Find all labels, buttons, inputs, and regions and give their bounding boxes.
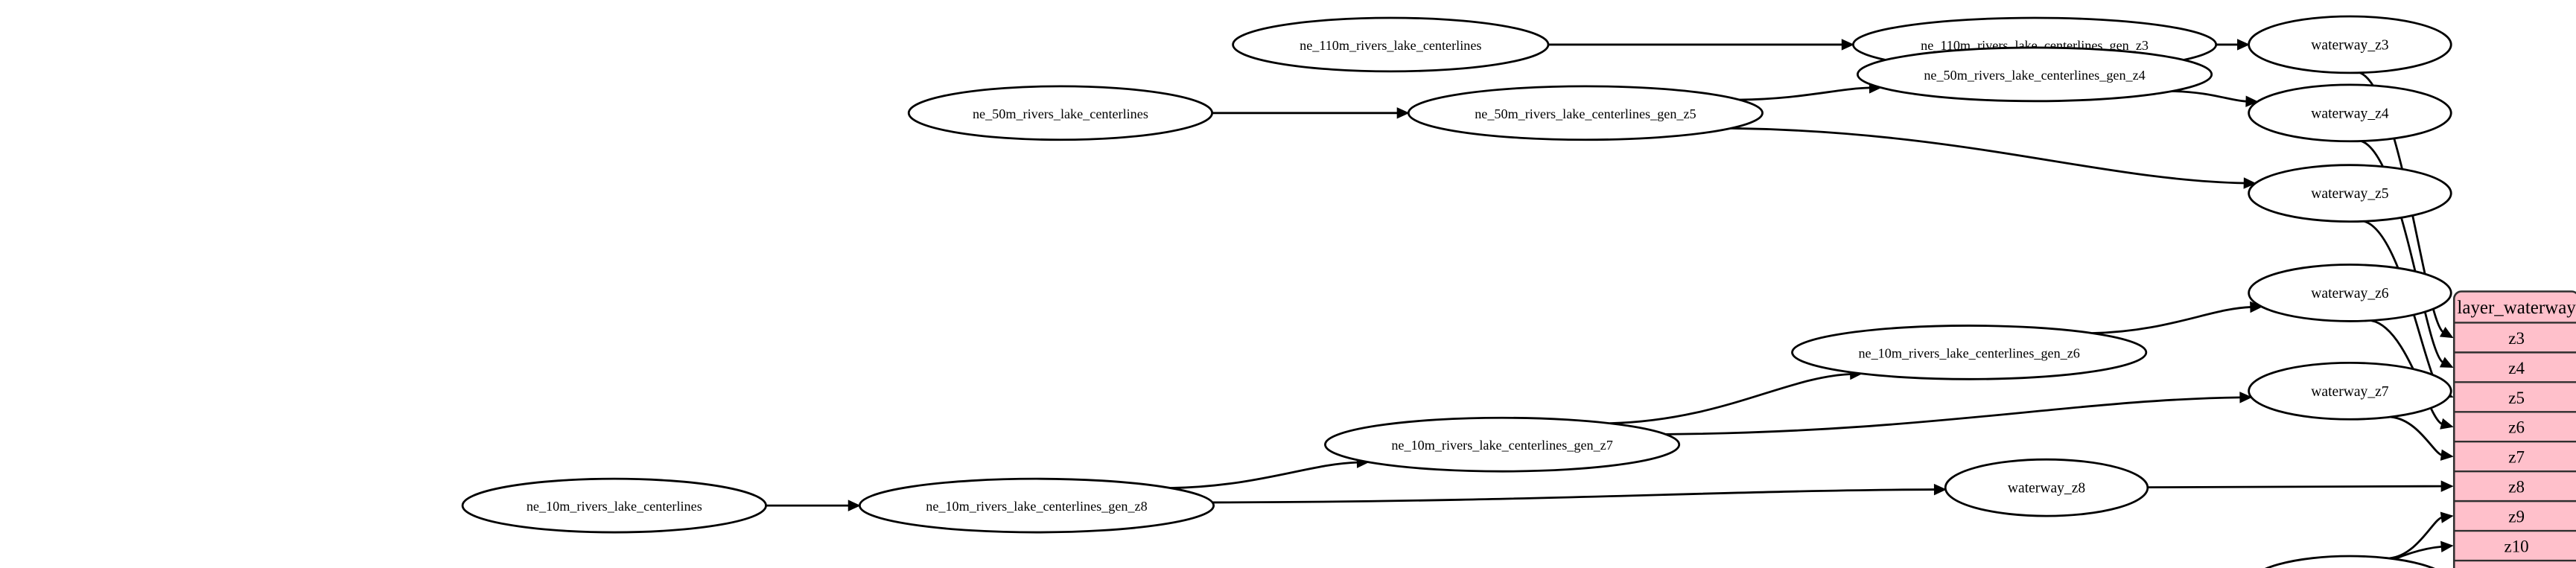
node-ne_10m_rivers_lake_centerlines_gen_z6[interactable]: ne_10m_rivers_lake_centerlines_gen_z6 <box>1791 325 2148 380</box>
edge-ne_50m_rivers_lake_centerlines_gen_z5-to-ne_50m_rivers_lake_centerlines_gen_z4 <box>1739 86 1871 101</box>
node-waterway_z8[interactable]: waterway_z8 <box>1944 458 2149 517</box>
arrow-head-icon <box>1396 107 1410 119</box>
arrow-head-icon <box>2440 418 2454 430</box>
record-row-z8[interactable] <box>2454 471 2576 501</box>
node-shape <box>2248 83 2452 143</box>
node-shape <box>2248 264 2452 322</box>
node-waterway_z3[interactable]: waterway_z3 <box>2248 15 2452 74</box>
node-shape <box>858 477 1215 534</box>
node-ne_10m_rivers_lake_centerlines[interactable]: ne_10m_rivers_lake_centerlines <box>461 477 767 534</box>
arrow-head-icon <box>2239 392 2253 403</box>
edge-waterway_z10-to-layer_waterway_z10 <box>2373 545 2443 568</box>
node-waterway_z4[interactable]: waterway_z4 <box>2248 83 2452 143</box>
arrow-head-icon <box>2440 449 2454 461</box>
node-ne_10m_rivers_lake_centerlines_gen_z8[interactable]: ne_10m_rivers_lake_centerlines_gen_z8 <box>858 477 1215 534</box>
arrow-head-icon <box>2237 39 2251 51</box>
record-row-z6[interactable] <box>2454 412 2576 441</box>
arrow-head-icon <box>2245 95 2259 107</box>
record-row-z3[interactable] <box>2454 322 2576 352</box>
node-waterway_z6[interactable]: waterway_z6 <box>2248 264 2452 322</box>
arrow-head-icon <box>2243 177 2257 189</box>
node-shape <box>1232 16 1550 73</box>
edge-ne_10m_rivers_lake_centerlines_gen_z7-to-ne_10m_rivers_lake_centerlines_gen_z6 <box>1609 373 1851 425</box>
arrow-head-icon <box>2440 480 2454 492</box>
edge-ne_10m_rivers_lake_centerlines_gen_z6-to-waterway_z6 <box>2092 306 2251 334</box>
node-waterway_z9[interactable]: waterway_z9 <box>2249 555 2452 568</box>
record-row-z9[interactable] <box>2454 501 2576 531</box>
node-shape <box>2265 555 2435 568</box>
record-row-z7[interactable] <box>2454 441 2576 471</box>
node-shape <box>1407 85 1764 141</box>
node-shape <box>1324 416 1681 473</box>
edge-ne_50m_rivers_lake_centerlines_gen_z5-to-waterway_z5 <box>1731 127 2245 185</box>
node-shape <box>2248 164 2452 223</box>
arrow-head-icon <box>2440 511 2454 523</box>
node-shape <box>2248 15 2452 74</box>
edge-waterway_z7-to-layer_waterway_z7 <box>2390 415 2443 456</box>
node-shape <box>1856 46 2213 103</box>
record-node-layer-waterway[interactable]: layer_waterwayz3z4z5z6z7z8z9z10z11z12z13… <box>2452 290 2576 568</box>
edge-ne_10m_rivers_lake_centerlines_gen_z8-to-waterway_z8 <box>1212 488 1936 504</box>
edge-ne_10m_rivers_lake_centerlines_gen_z7-to-waterway_z7 <box>1665 396 2242 435</box>
record-node-layer: layer_waterwayz3z4z5z6z7z8z9z10z11z12z13… <box>2452 290 2576 568</box>
node-ne_50m_rivers_lake_centerlines[interactable]: ne_50m_rivers_lake_centerlines <box>907 85 1214 141</box>
record-row-z5[interactable] <box>2454 382 2576 412</box>
node-ne_110m_rivers_lake_centerlines[interactable]: ne_110m_rivers_lake_centerlines <box>1232 16 1550 73</box>
node-shape <box>907 85 1214 141</box>
arrow-head-icon <box>1841 39 1854 51</box>
node-shape <box>2248 361 2452 421</box>
node-waterway_z5[interactable]: waterway_z5 <box>2248 164 2452 223</box>
record-row-z4[interactable] <box>2454 352 2576 382</box>
record-outline <box>2452 290 2576 568</box>
node-ne_50m_rivers_lake_centerlines_gen_z5[interactable]: ne_50m_rivers_lake_centerlines_gen_z5 <box>1407 85 1764 141</box>
edges-layer <box>766 39 2454 568</box>
arrow-head-icon <box>2439 326 2454 339</box>
edge-waterway_z9-to-layer_waterway_z9 <box>2388 516 2443 560</box>
arrow-head-icon <box>1933 483 1947 496</box>
node-waterway_z7[interactable]: waterway_z7 <box>2248 361 2452 421</box>
node-shape <box>461 477 767 534</box>
edge-ne_10m_rivers_lake_centerlines_gen_z8-to-ne_10m_rivers_lake_centerlines_gen_z7 <box>1170 461 1358 489</box>
nodes-layer: imposm3osm_waterway_linestringosm_import… <box>461 15 2452 568</box>
record-row-z11[interactable] <box>2454 561 2576 568</box>
node-shape <box>1944 458 2149 517</box>
arrow-head-icon <box>847 500 861 511</box>
record-row-z10[interactable] <box>2454 531 2576 561</box>
edge-waterway_z4-to-layer_waterway_z4 <box>2361 140 2444 364</box>
node-ne_50m_rivers_lake_centerlines_gen_z4[interactable]: ne_50m_rivers_lake_centerlines_gen_z4 <box>1856 46 2213 103</box>
edge-ne_50m_rivers_lake_centerlines_gen_z4-to-waterway_z4 <box>2172 90 2248 103</box>
node-ne_10m_rivers_lake_centerlines_gen_z7[interactable]: ne_10m_rivers_lake_centerlines_gen_z7 <box>1324 416 1681 473</box>
arrow-head-icon <box>2440 540 2454 553</box>
arrow-head-icon <box>2439 357 2454 368</box>
edge-waterway_z8-to-layer_waterway_z8 <box>2147 485 2443 489</box>
node-shape <box>1791 325 2148 380</box>
